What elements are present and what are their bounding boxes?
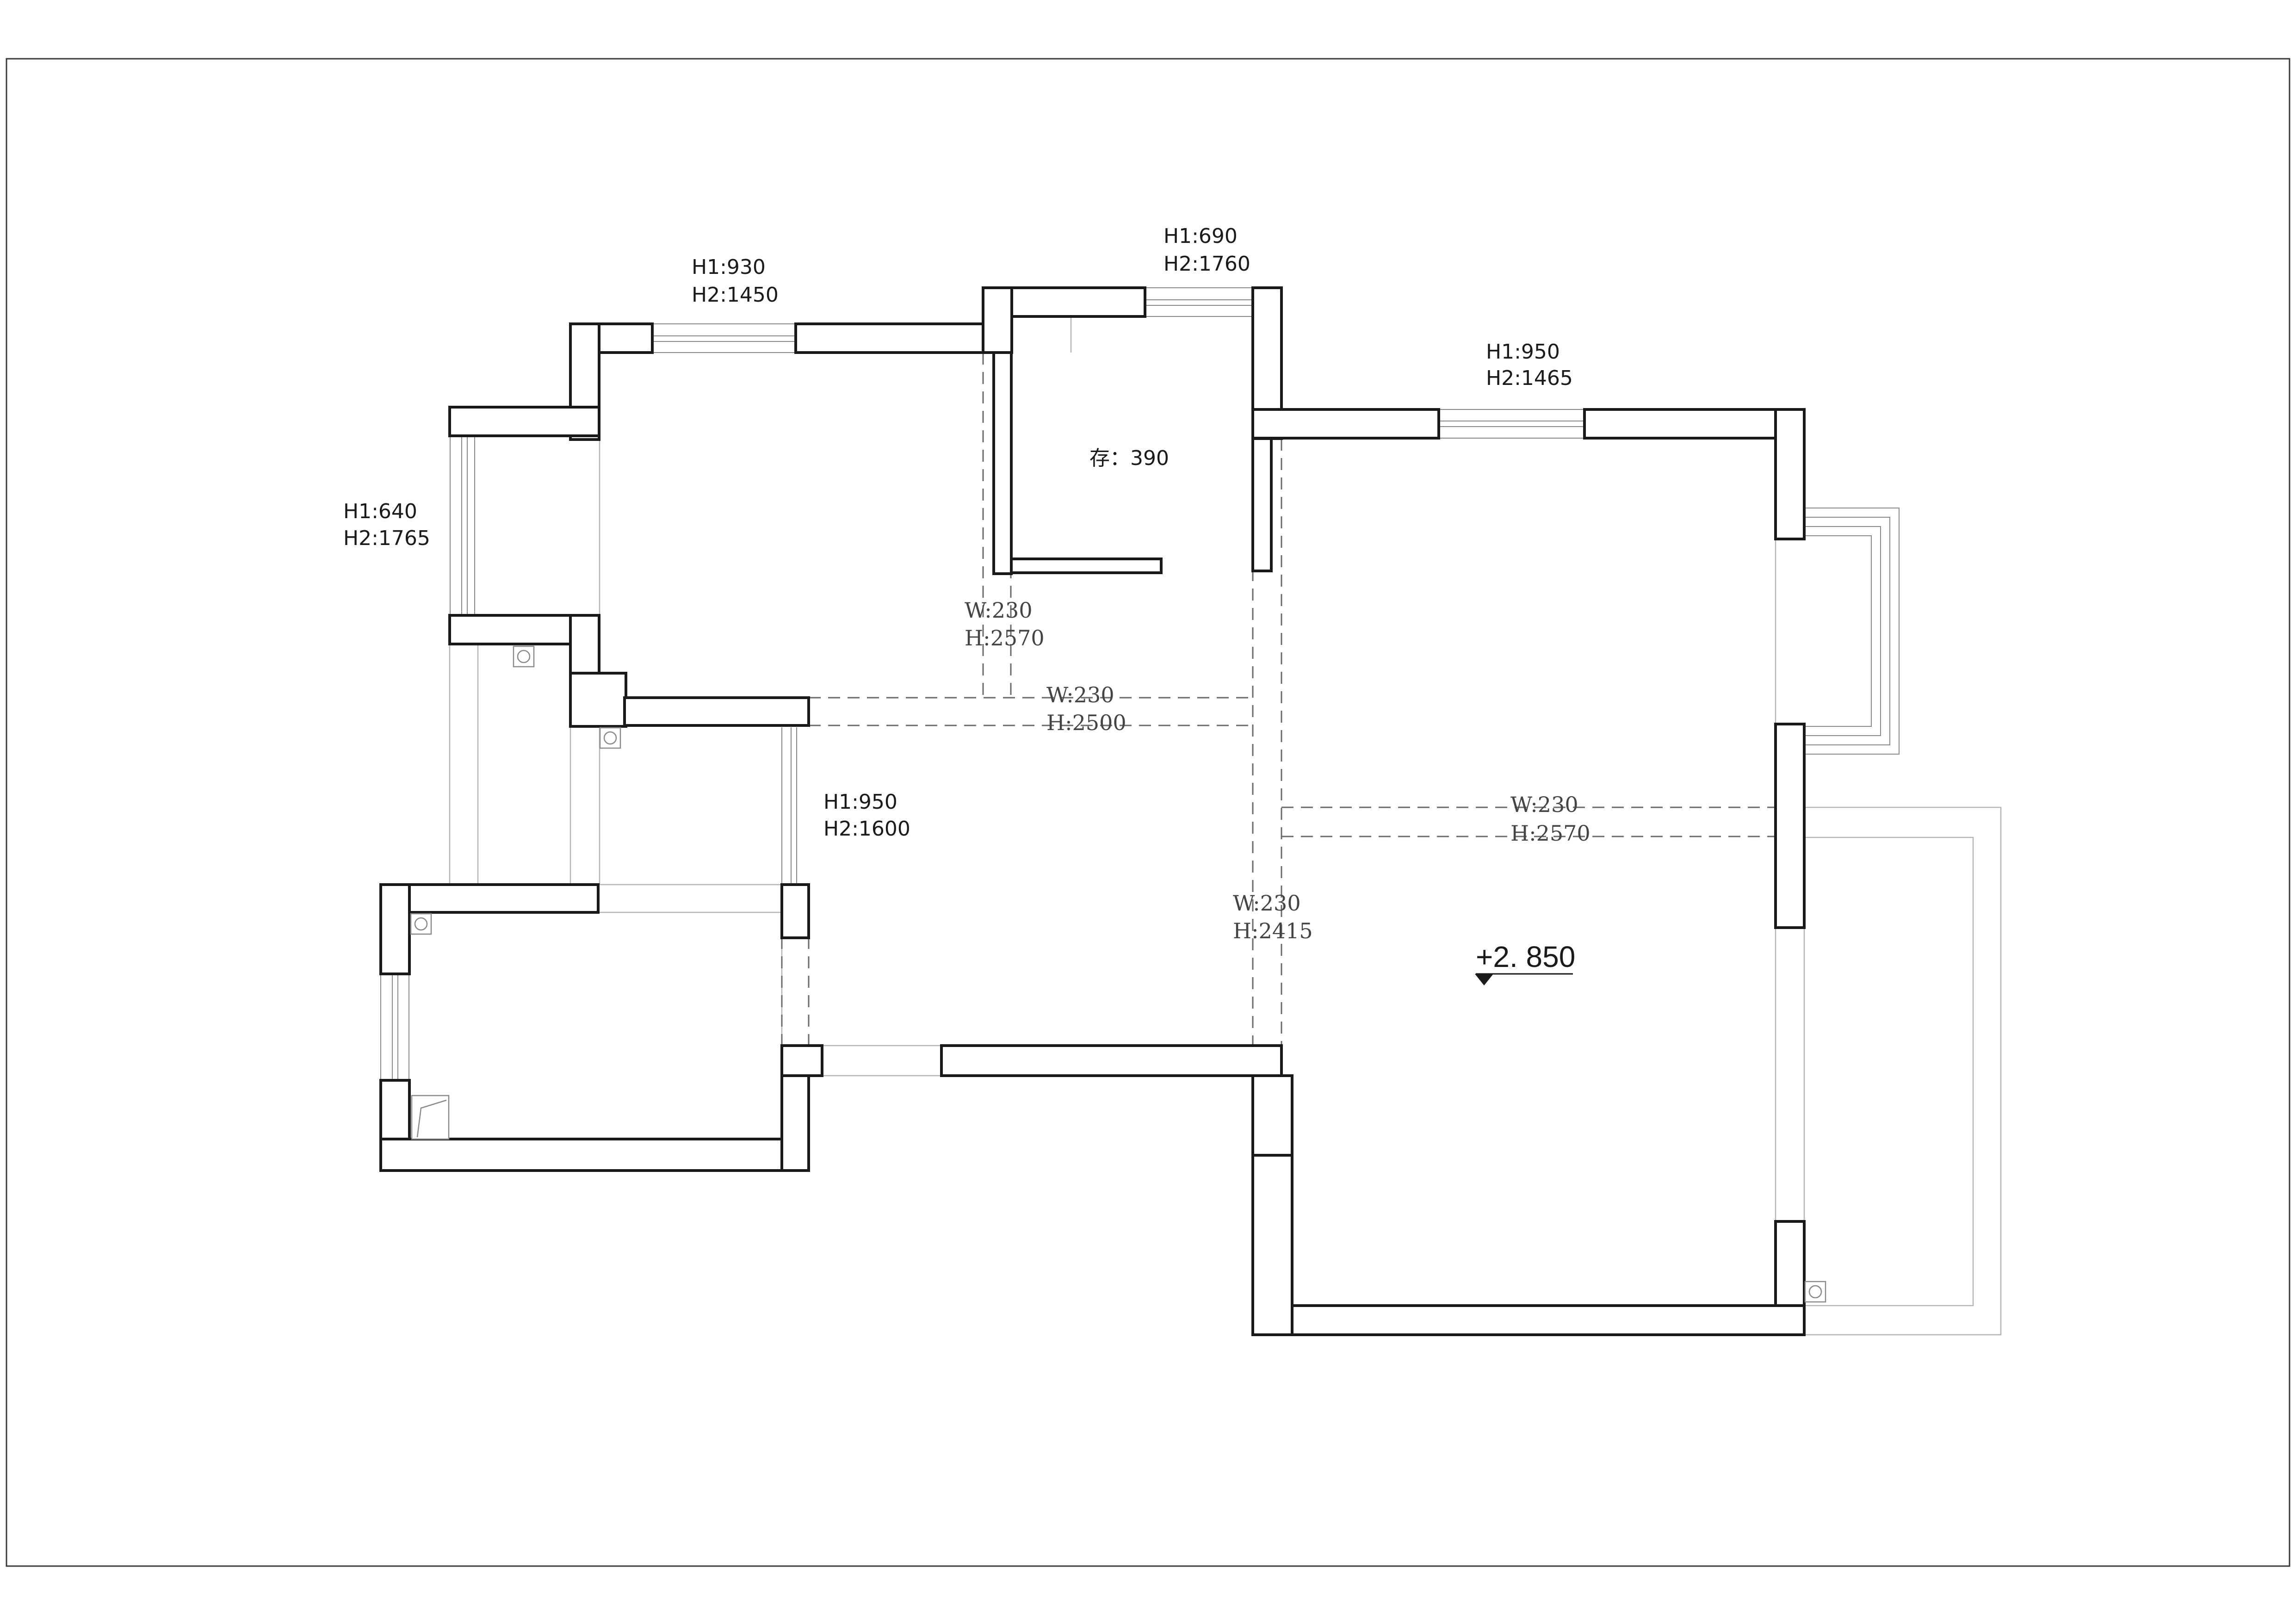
beams xyxy=(781,353,1776,1047)
wall-north-mid xyxy=(794,322,987,354)
elevation-label: +2. 850 xyxy=(1476,940,1575,973)
wall-kitchen-west-top xyxy=(379,883,411,975)
wall-storage-bottom xyxy=(1010,558,1163,574)
window-label-h2: H2:1450 xyxy=(692,283,779,307)
wall-living-north-right xyxy=(1583,408,1806,440)
wall-storage-left xyxy=(992,351,1013,575)
fixtures xyxy=(410,645,1826,1303)
elevation-triangle-icon xyxy=(1475,974,1493,985)
beam-label-h: H:2500 xyxy=(1046,710,1126,735)
window-internal xyxy=(781,727,797,884)
window-west-2 xyxy=(380,974,409,1080)
window-north-2 xyxy=(1145,287,1254,317)
beam-label-h: H:2415 xyxy=(1233,918,1313,943)
wall-storage-right-lower xyxy=(1251,437,1273,572)
window-label-h1: H1:640 xyxy=(343,500,417,523)
wall-kitchen-north xyxy=(379,883,600,914)
wall-south-mid xyxy=(940,1044,1283,1077)
beam-label-h: H:2570 xyxy=(1510,821,1590,846)
window-label-h2: H2:1465 xyxy=(1486,366,1573,390)
sink-icon xyxy=(411,1095,450,1140)
wall-column xyxy=(569,672,627,728)
wall-living-jog xyxy=(1251,1074,1293,1157)
secondary-lines xyxy=(449,314,2002,1336)
drain-icon xyxy=(410,913,432,935)
wall-east-mid xyxy=(1774,723,1806,929)
walls xyxy=(379,286,1806,1336)
wall-south-living xyxy=(1251,1304,1806,1336)
storage-label: 存：390 xyxy=(1089,446,1169,470)
window-north-1 xyxy=(652,323,796,353)
beam-label-w: W:230 xyxy=(1046,682,1114,707)
wall-kitchen-door-stub xyxy=(780,1044,823,1077)
wall-kitchen-east-stub xyxy=(780,883,810,939)
wall-east-top xyxy=(1774,408,1806,540)
window-label-h2: H2:1765 xyxy=(343,527,430,550)
drawing-border xyxy=(6,58,2290,1567)
beam-label-w: W:230 xyxy=(965,598,1033,623)
window-label-h2: H2:1760 xyxy=(1163,252,1250,276)
window-north-3 xyxy=(1439,409,1584,439)
drain-icon xyxy=(599,727,621,749)
beam-label-w: W:230 xyxy=(1510,792,1578,817)
window-label-h1: H1:950 xyxy=(1486,340,1560,364)
elevation-marker: +2. 850 xyxy=(1475,940,1575,985)
window-label-h2: H2:1600 xyxy=(823,817,910,841)
windows xyxy=(380,287,1900,1080)
bay-window-east xyxy=(1804,508,1900,755)
wall-west-top xyxy=(448,406,600,437)
wall-mid-horizontal xyxy=(623,696,810,727)
drain-icon xyxy=(513,645,535,668)
window-label-h1: H1:950 xyxy=(823,790,897,814)
window-label-h1: H1:690 xyxy=(1163,224,1238,248)
beam-label-w: W:230 xyxy=(1233,891,1301,916)
window-label-h1: H1:930 xyxy=(692,255,766,279)
wall-living-north-left xyxy=(1251,408,1440,440)
window-west-1 xyxy=(450,437,475,615)
wall-notch-vertical xyxy=(982,286,1013,354)
beam-label-h: H:2570 xyxy=(965,626,1045,650)
wall-kitchen-south xyxy=(379,1138,810,1172)
drain-icon xyxy=(1804,1281,1826,1303)
